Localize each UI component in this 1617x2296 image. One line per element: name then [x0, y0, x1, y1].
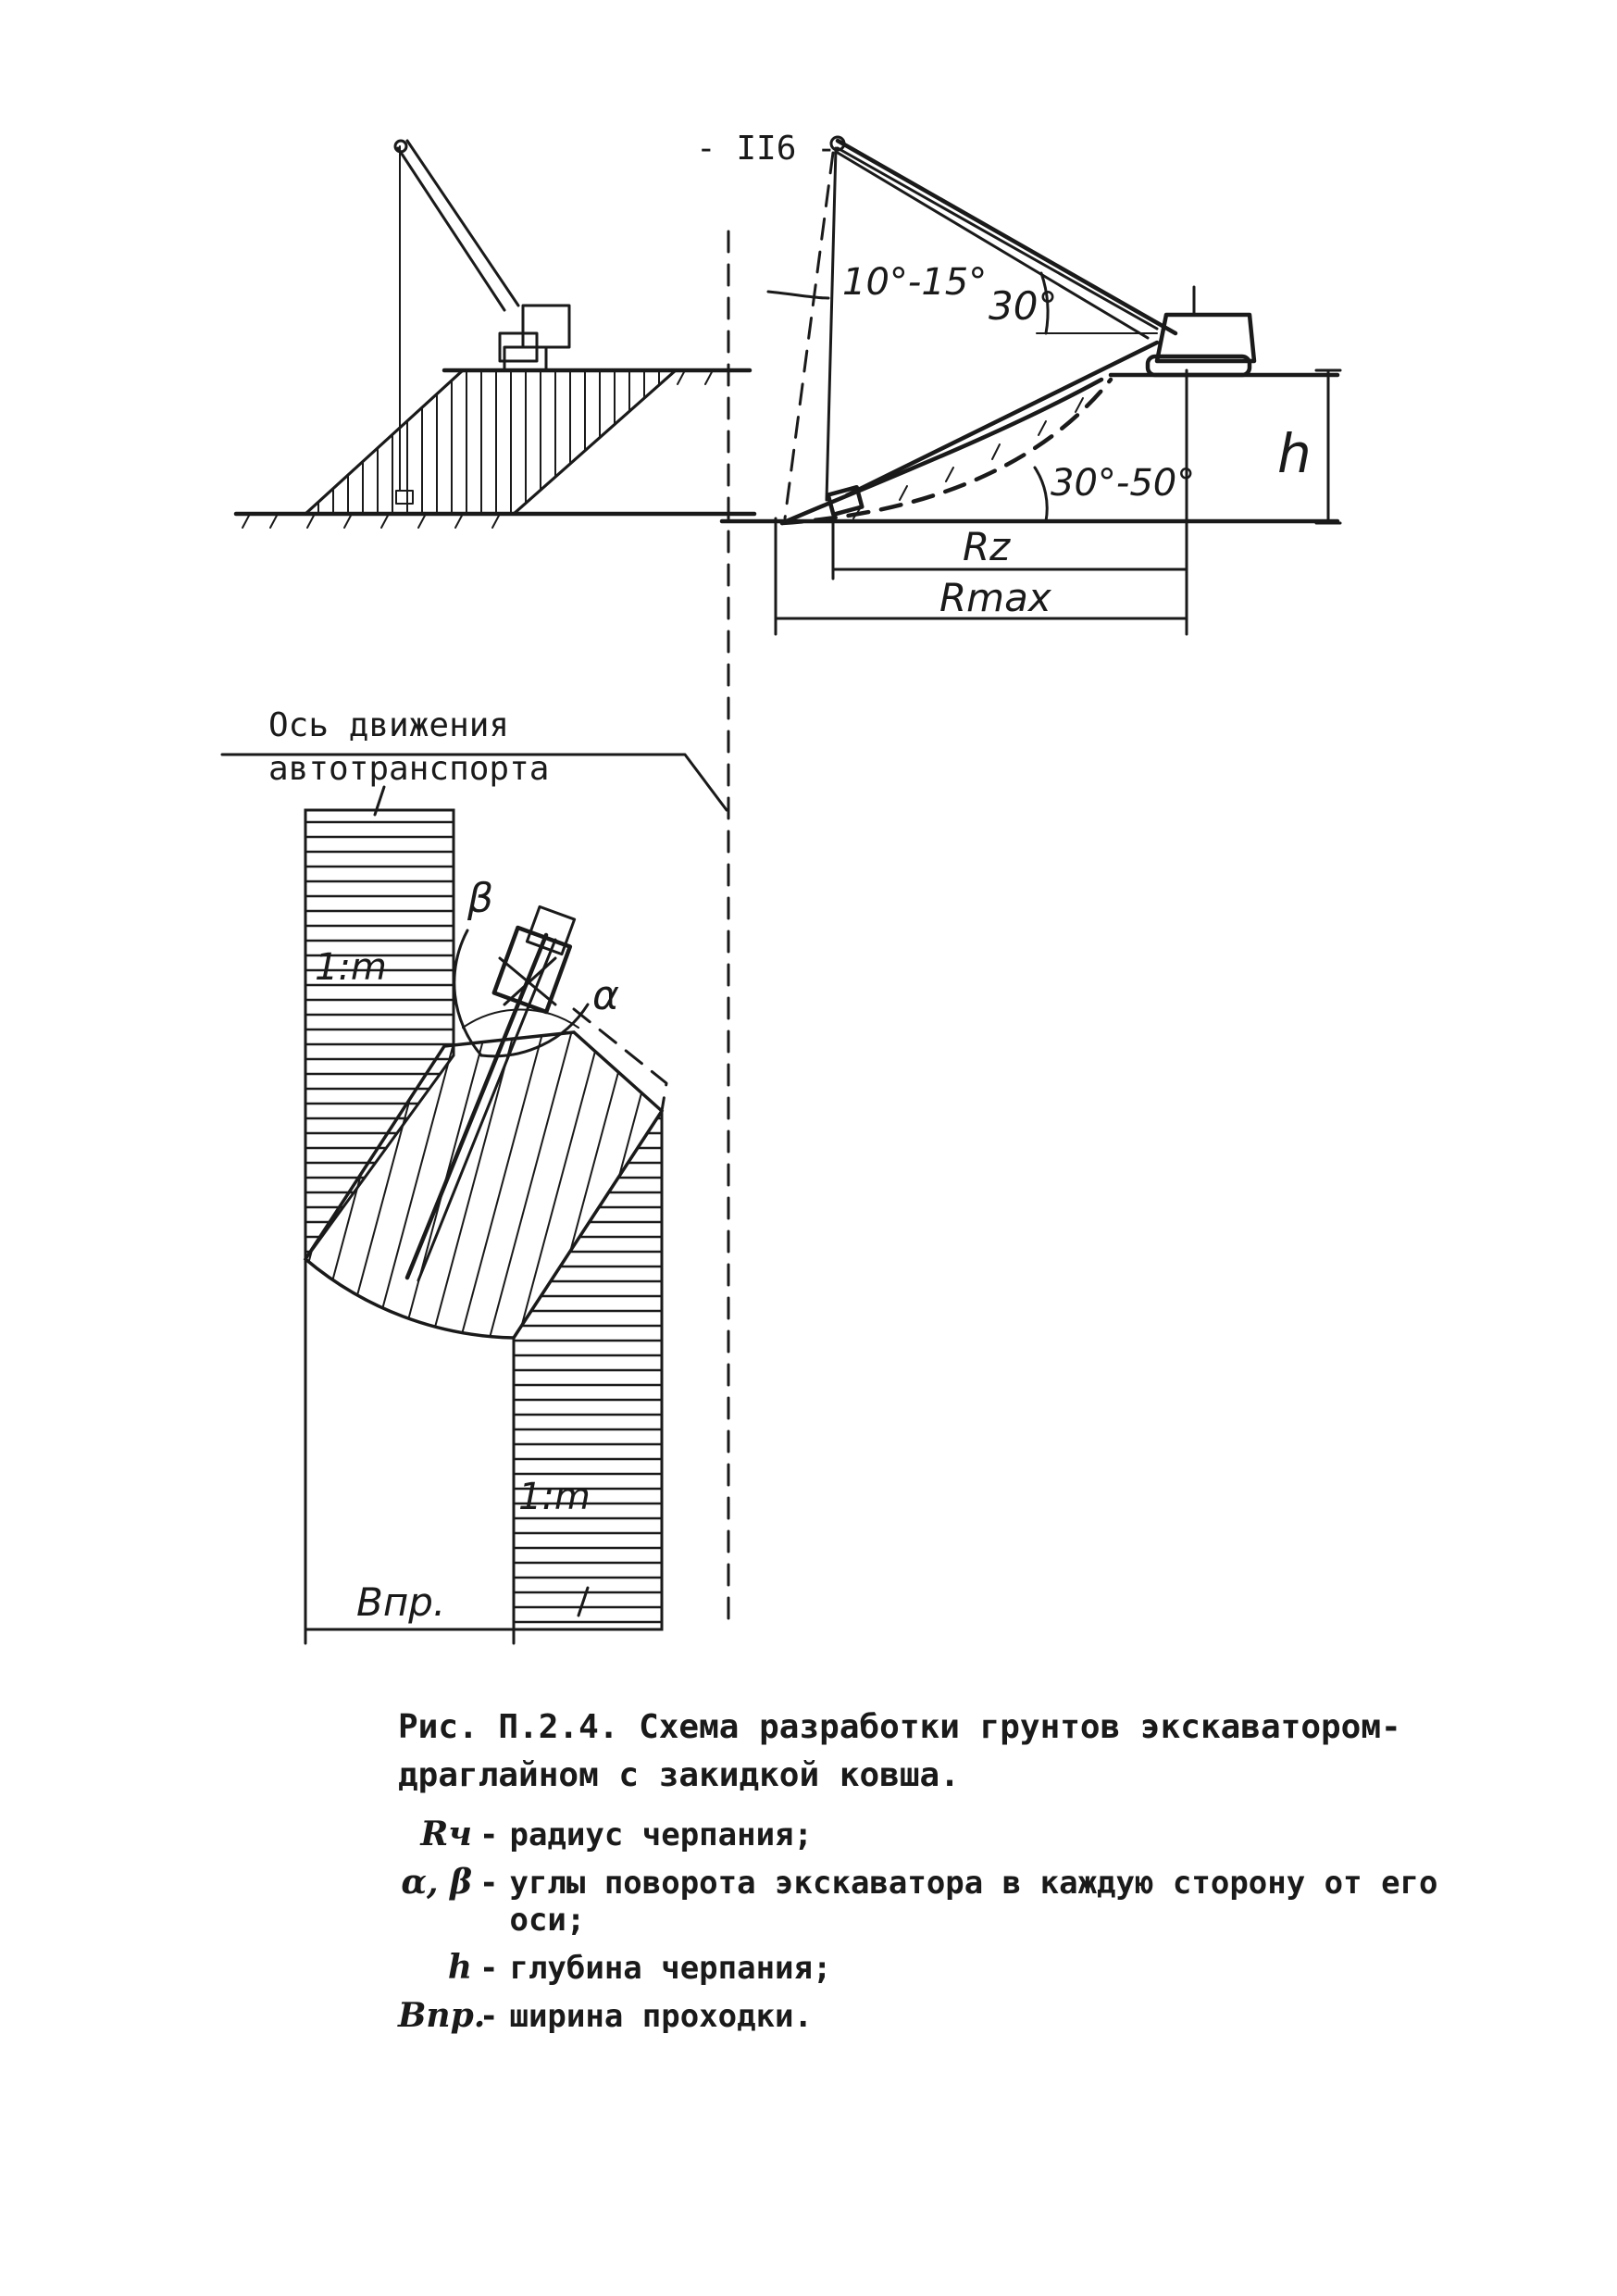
legend-item-h: h - глубина черпания;	[398, 1948, 1509, 1987]
beta-arc	[453, 929, 483, 1057]
legend: Rч - радиус черпания; α, β - углы поворо…	[398, 1815, 1509, 2044]
label-axis-line1: Ось движения	[268, 706, 509, 744]
trench-section-left	[233, 139, 757, 529]
boom-tip	[829, 135, 846, 152]
label-h: h	[1277, 422, 1312, 485]
dashed-boundary	[572, 1007, 668, 1113]
label-slope-top: 1:m	[315, 946, 387, 989]
angle-arc-30	[1039, 271, 1050, 335]
label-angle-10-15: 10°-15°	[842, 261, 987, 304]
transport-axis	[220, 753, 728, 812]
caption-line2: драглайном с закидкой ковша.	[398, 1756, 960, 1794]
slope-hatch	[852, 397, 1084, 519]
label-axis-line2: автотранспорта	[268, 750, 549, 788]
label-bpr: Bпр.	[356, 1579, 445, 1625]
label-slope-bottom: 1:m	[518, 1476, 591, 1518]
boom	[835, 138, 1178, 336]
hoist-rope-dashed	[783, 151, 835, 520]
angle-arc-10-15	[766, 290, 830, 300]
excavator-left	[393, 139, 571, 505]
legend-item-rch: Rч - радиус черпания;	[398, 1815, 1509, 1853]
legend-text: углы поворота экскаватора в каждую сторо…	[509, 1865, 1438, 1939]
label-angle-30: 30°	[989, 283, 1057, 329]
trench-body	[302, 368, 679, 516]
legend-item-bpr: Bпр. - ширина проходки.	[398, 1996, 1509, 2035]
legend-text: глубина черпания;	[509, 1950, 832, 1987]
legend-symbol: Rч	[420, 1815, 472, 1853]
label-alpha: α	[592, 972, 619, 1019]
angle-arc-30-50	[1033, 466, 1049, 523]
label-beta: β	[466, 875, 493, 922]
excavation-sector	[303, 1030, 665, 1340]
drag-rope	[844, 340, 1160, 498]
legend-text: ширина проходки.	[509, 1998, 813, 2035]
excavator-plan	[491, 925, 573, 1015]
label-rmax: Rmax	[939, 575, 1052, 620]
legend-symbol: h	[447, 1948, 472, 1987]
caption-line1: Рис. П.2.4. Схема разработки грунтов экс…	[398, 1708, 1401, 1746]
legend-text: радиус черпания;	[509, 1816, 813, 1853]
dashed-slope	[779, 377, 1113, 526]
slope-surface	[779, 377, 1104, 526]
hoist-rope	[825, 146, 838, 502]
excavator-right	[1145, 285, 1257, 378]
swing-arc	[462, 1008, 579, 1029]
page-number: - II6 -	[696, 130, 837, 168]
profile-right: h 30° 30°-50° 10°-15°	[719, 135, 1342, 636]
legend-symbol: Bпр.	[398, 1996, 486, 2035]
legend-item-alpha-beta: α, β - углы поворота экскаватора в кажду…	[398, 1863, 1509, 1939]
figure-caption: Рис. П.2.4. Схема разработки грунтов экс…	[398, 1703, 1416, 1800]
label-angle-30-50: 30°-50°	[1051, 462, 1195, 505]
ground-ticks-left	[242, 369, 714, 529]
alpha-arc	[479, 1003, 590, 1058]
label-rz: Rz	[963, 524, 1011, 569]
bucket	[826, 484, 864, 518]
boom-plan	[404, 932, 549, 1280]
plan-view: Ось движения автотранспорта 1:m 1:m β α	[220, 706, 728, 1645]
legend-symbol: α, β	[401, 1863, 472, 1902]
